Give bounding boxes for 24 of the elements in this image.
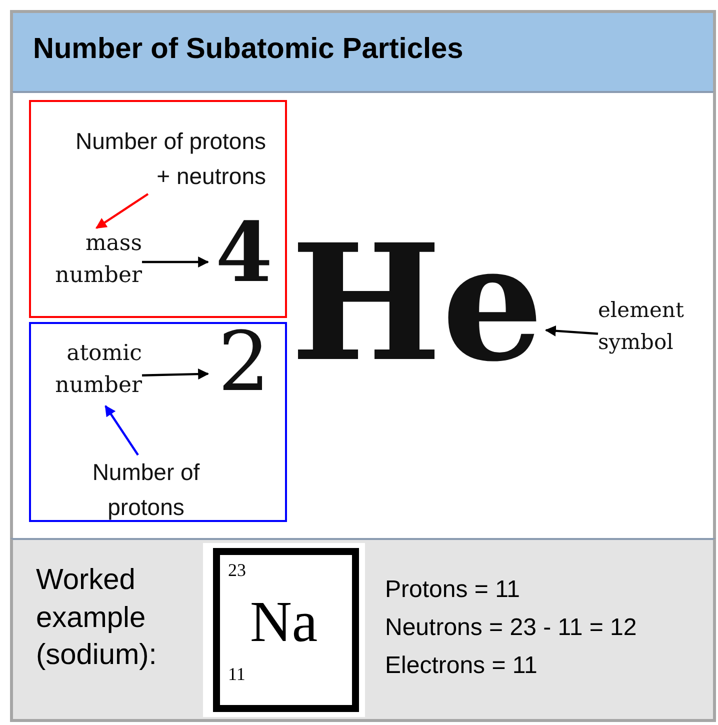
atomic-number-value: 2 [208, 318, 280, 408]
arrow [142, 368, 210, 380]
label-text: atomic number [28, 338, 142, 406]
result-text: Electrons = 11 [385, 651, 538, 681]
example-heading: Worked example (sodium): [36, 563, 158, 674]
element-tile [213, 548, 359, 712]
label-text: element symbol [598, 295, 716, 363]
title: Number of Subatomic Particles [33, 33, 464, 66]
atomic-number-text: 11 [228, 665, 246, 683]
annotation-text: Number of protons [66, 455, 226, 521]
label-text: mass number [28, 228, 142, 296]
arrow [544, 325, 598, 336]
element-symbol: He [288, 215, 546, 395]
mass-number-text: 23 [228, 561, 246, 579]
result-text: Neutrons = 23 - 11 = 12 [385, 613, 638, 643]
arrow [104, 405, 139, 456]
annotation-text: Number of protons + neutrons [66, 124, 266, 194]
element-symbol-text: Na [250, 593, 318, 651]
arrow [95, 193, 149, 229]
result-text: Protons = 11 [385, 575, 521, 605]
arrow [142, 256, 210, 268]
highlight-frame [29, 322, 287, 522]
mass-number-value: 4 [208, 208, 280, 298]
highlight-frame [29, 100, 287, 318]
